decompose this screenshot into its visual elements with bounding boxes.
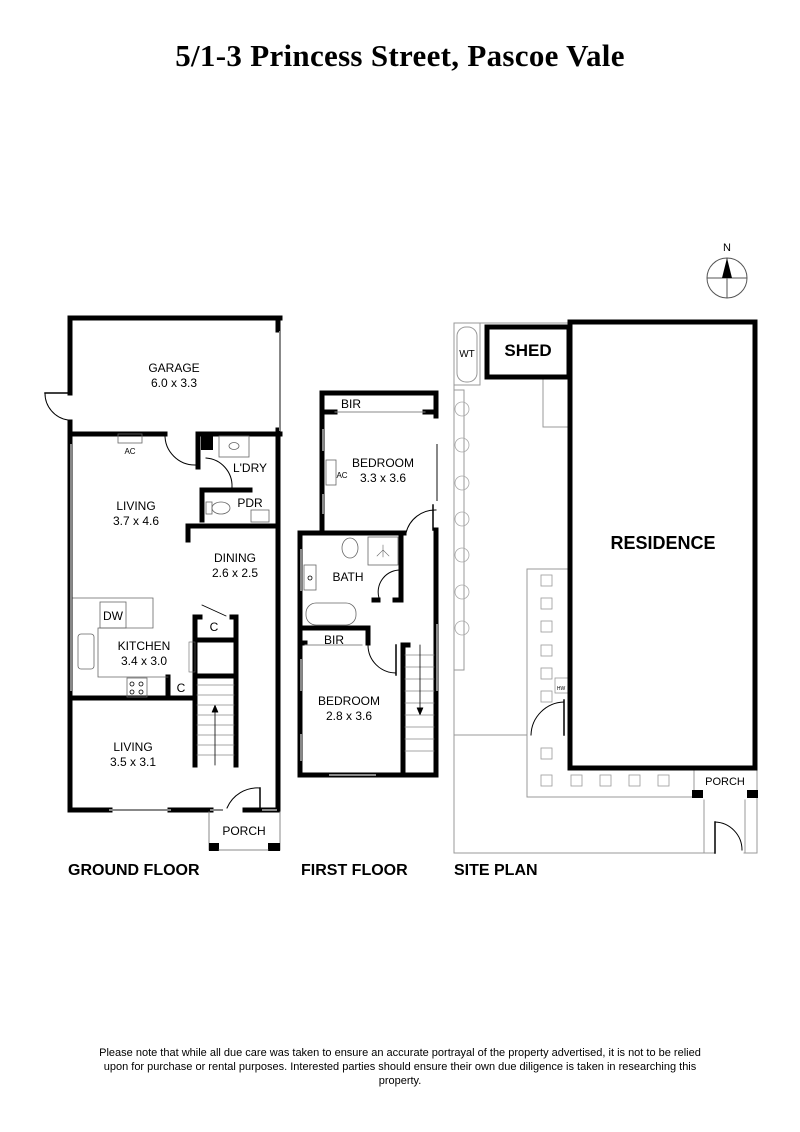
bir-label: BIR xyxy=(340,397,362,411)
ac-label: AC xyxy=(336,471,348,480)
cupboard-label: C xyxy=(176,681,186,695)
first-floor-label: FIRST FLOOR xyxy=(301,862,408,879)
room-name: BEDROOM xyxy=(351,456,415,470)
room-dims: 2.6 x 2.5 xyxy=(211,566,259,580)
compass-north-label: N xyxy=(723,242,731,254)
ground-floor-label: GROUND FLOOR xyxy=(68,862,200,879)
first-floor-walls xyxy=(297,390,439,778)
room-bedroom-1: BEDROOM 3.3 x 3.6 xyxy=(352,456,414,486)
room-bath: BATH xyxy=(332,570,364,584)
room-dims: 3.7 x 4.6 xyxy=(112,514,160,528)
room-pdr: PDR xyxy=(237,496,263,510)
hot-water-label: HW xyxy=(556,686,566,692)
room-living-2: LIVING 3.5 x 3.1 xyxy=(110,740,156,770)
page-title: 5/1-3 Princess Street, Pascoe Vale xyxy=(175,38,625,73)
room-name: LIVING xyxy=(116,499,156,513)
room-laundry: L'DRY xyxy=(232,461,268,475)
room-porch: PORCH xyxy=(222,824,266,838)
room-dims: 3.5 x 3.1 xyxy=(109,755,157,769)
north-arrow-icon xyxy=(706,257,748,299)
room-name: GARAGE xyxy=(148,361,200,375)
site-porch-label: PORCH xyxy=(705,776,745,788)
bir-label: BIR xyxy=(323,633,345,647)
residence-label: RESIDENCE xyxy=(610,533,716,553)
room-name: KITCHEN xyxy=(117,639,171,653)
room-garage: GARAGE 6.0 x 3.3 xyxy=(148,361,199,391)
room-dining: DINING 2.6 x 2.5 xyxy=(212,551,258,581)
room-name: DINING xyxy=(214,551,256,565)
room-bedroom-2: BEDROOM 2.8 x 3.6 xyxy=(318,694,380,724)
room-living: LIVING 3.7 x 4.6 xyxy=(113,499,159,529)
room-name: BEDROOM xyxy=(317,694,381,708)
room-dims: 3.4 x 3.0 xyxy=(120,654,168,668)
room-dims: 3.3 x 3.6 xyxy=(359,471,407,485)
ac-label: AC xyxy=(124,447,136,456)
room-dims: 6.0 x 3.3 xyxy=(150,376,198,390)
dishwasher-label: DW xyxy=(103,609,123,623)
water-tank-label: WT xyxy=(459,349,475,360)
disclaimer: Please note that while all due care was … xyxy=(99,1047,701,1087)
room-kitchen: KITCHEN 3.4 x 3.0 xyxy=(118,639,171,669)
room-name: LIVING xyxy=(113,740,153,754)
shed-label: SHED xyxy=(504,341,552,360)
cupboard-label: C xyxy=(209,620,219,634)
site-plan-label: SITE PLAN xyxy=(454,862,538,879)
room-dims: 2.8 x 3.6 xyxy=(325,709,373,723)
